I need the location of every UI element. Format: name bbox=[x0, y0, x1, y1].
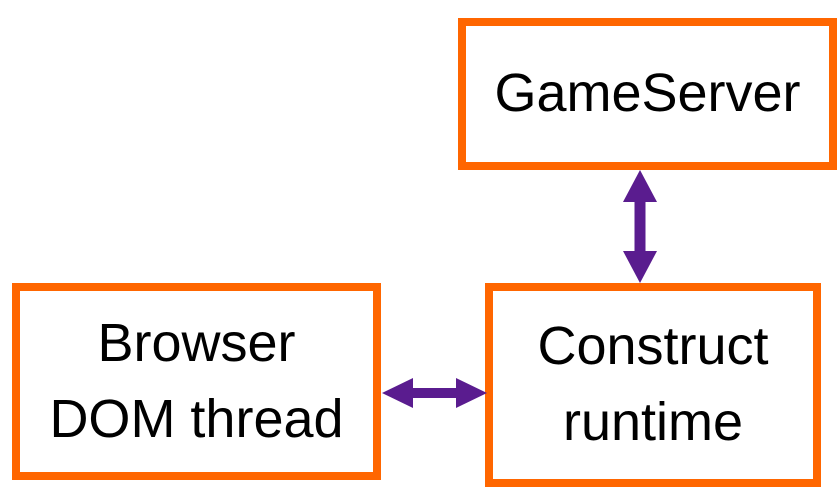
box-label: Construct bbox=[537, 316, 769, 377]
box-gameserver: GameServer bbox=[458, 18, 837, 170]
box-label: runtime bbox=[562, 392, 744, 452]
box-label: GameServer bbox=[494, 63, 801, 124]
arrowhead-down bbox=[623, 251, 657, 283]
box-browser-dom-thread: Browser DOM thread bbox=[12, 283, 381, 480]
arrow-shaft bbox=[634, 198, 646, 255]
box-label: DOM thread bbox=[49, 388, 344, 449]
arrow-shaft bbox=[409, 388, 460, 398]
arrowhead-up bbox=[623, 170, 657, 202]
box-construct-runtime: Construct runtime bbox=[485, 283, 821, 487]
arrowhead-right bbox=[456, 378, 487, 408]
double-arrow-horizontal-icon bbox=[382, 378, 487, 408]
arrowhead-left bbox=[382, 378, 413, 408]
box-label: Browser bbox=[97, 312, 296, 373]
double-arrow-vertical-icon bbox=[623, 170, 657, 283]
